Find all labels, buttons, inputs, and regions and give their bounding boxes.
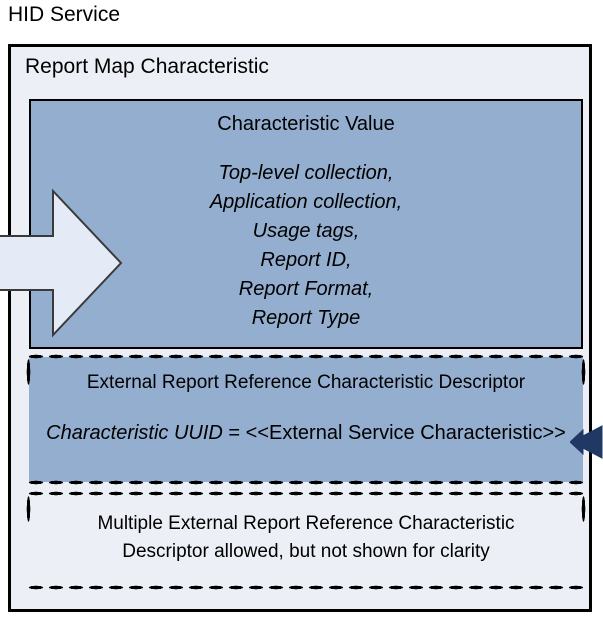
note-line: Descriptor allowed, but not shown for cl… [122,541,490,562]
characteristic-value-item: Top-level collection, [218,162,394,184]
characteristic-value-item: Report Type [251,307,361,329]
multiple-descriptor-note-box: Multiple External Report Reference Chara… [26,491,586,590]
note-line: Multiple External Report Reference Chara… [97,513,515,534]
characteristic-value-box: Characteristic Value Top-level collectio… [29,99,583,349]
dotted-border-bottom [26,480,586,485]
descriptor-uuid-field-name: Characteristic UUID [46,422,223,444]
descriptor-uuid-assignment: = <<External Service Characteristic>> [222,422,566,444]
descriptor-title: External Report Reference Characteristic… [86,372,526,393]
characteristic-value-list: Top-level collection, Application collec… [31,159,581,333]
multiple-descriptor-note-text: Multiple External Report Reference Chara… [29,510,583,566]
service-title: HID Service [8,3,121,26]
characteristic-value-heading: Characteristic Value [217,113,395,135]
descriptor-uuid-row: Characteristic UUID = <<External Service… [29,420,583,446]
characteristic-value-item: Application collection, [209,191,403,213]
characteristic-value-item: Report Format, [238,278,374,300]
dotted-border-top [26,491,586,496]
dotted-border-top [26,354,586,359]
external-report-reference-descriptor-box: External Report Reference Characteristic… [26,354,586,485]
characteristic-value-item: Report ID, [260,249,352,271]
characteristic-value-item: Usage tags, [252,220,360,242]
report-map-characteristic-title: Report Map Characteristic [25,55,269,78]
dotted-border-bottom [26,585,586,590]
report-map-characteristic-box: Report Map Characteristic Characteristic… [0,44,592,612]
